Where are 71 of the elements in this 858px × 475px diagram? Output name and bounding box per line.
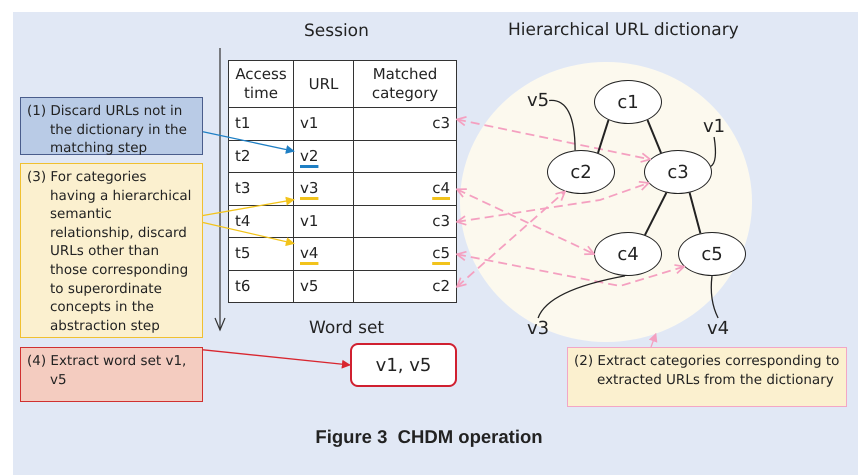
category-value: c3 (432, 114, 450, 134)
leader-line (710, 276, 719, 318)
arrow (202, 131, 295, 154)
category-ellipse (644, 150, 712, 194)
tree-line (597, 120, 610, 154)
table-cell (354, 108, 457, 140)
time-value: t4 (235, 212, 250, 231)
category-label: c5 (701, 244, 723, 264)
callout-box (567, 347, 847, 407)
url-value: v5 (300, 276, 318, 296)
arrow (648, 332, 658, 348)
time-value: t6 (235, 276, 250, 296)
category-label: c4 (617, 244, 639, 264)
callout-text: (4) Extract word set v1, v5 (27, 352, 188, 390)
category-value: c3 (432, 212, 450, 231)
callout-text: (2) Extract categories corresponding to extracted URLs from the dictionary (574, 352, 840, 390)
table-cell (354, 238, 457, 270)
url-value: v3 (300, 179, 318, 198)
tree-line (644, 192, 668, 236)
leader-line (549, 100, 576, 150)
table-cell (354, 206, 457, 238)
callout-box (20, 347, 203, 402)
section-heading: Session (304, 21, 369, 41)
arrow (456, 116, 651, 163)
category-ellipse (547, 150, 615, 194)
column-header: Access time (235, 65, 287, 103)
table-cell (294, 173, 354, 206)
arrow (202, 196, 295, 216)
arrow (456, 188, 595, 256)
category-label: c1 (617, 92, 639, 112)
time-value: t2 (235, 146, 250, 166)
url-value: v1 (300, 212, 318, 231)
url-label: v4 (707, 318, 730, 339)
category-ellipse (678, 232, 746, 276)
leader-line (538, 275, 626, 318)
arrow (456, 250, 685, 287)
arrow (456, 190, 566, 288)
word-set-text: v1, v5 (376, 354, 432, 376)
time-value: t1 (235, 114, 250, 134)
table-cell (294, 140, 354, 173)
arrow (202, 349, 351, 369)
url-label: v3 (527, 318, 550, 339)
column-header: Matched category (370, 65, 440, 103)
tree-line (646, 120, 662, 154)
url-value: v1 (300, 114, 318, 134)
callout-box (20, 97, 203, 155)
url-value: v4 (300, 244, 318, 264)
url-label: v5 (527, 90, 550, 111)
table-cell (354, 270, 457, 303)
table-cell (294, 238, 354, 270)
time-value: t5 (235, 244, 250, 264)
column-header: URL (308, 74, 338, 94)
category-label: c2 (570, 162, 592, 182)
category-value: c2 (432, 276, 450, 296)
callout-text: (3) For categories having a hierarchical semantic relationship, discard URLs other than those corresponding to superordinate concepts in the abstraction step (27, 168, 192, 336)
url-value: v2 (300, 146, 318, 166)
time-value: t3 (235, 179, 250, 198)
section-heading: Hierarchical URL dictionary (508, 20, 739, 40)
table-cell (354, 173, 457, 206)
category-label: c3 (667, 162, 689, 182)
arrow (456, 180, 650, 226)
tree-line (688, 192, 702, 234)
url-label: v1 (703, 116, 726, 137)
section-heading: Word set (309, 318, 384, 338)
leader-line (710, 136, 716, 167)
category-value: c4 (432, 179, 450, 198)
category-value: c5 (432, 244, 450, 264)
category-ellipse (594, 232, 662, 276)
arrow (202, 222, 295, 246)
callout-text: (1) Discard URLs not in the dictionary in the matching step (27, 102, 188, 158)
figure-caption: Figure 3 CHDM operation (315, 426, 543, 447)
